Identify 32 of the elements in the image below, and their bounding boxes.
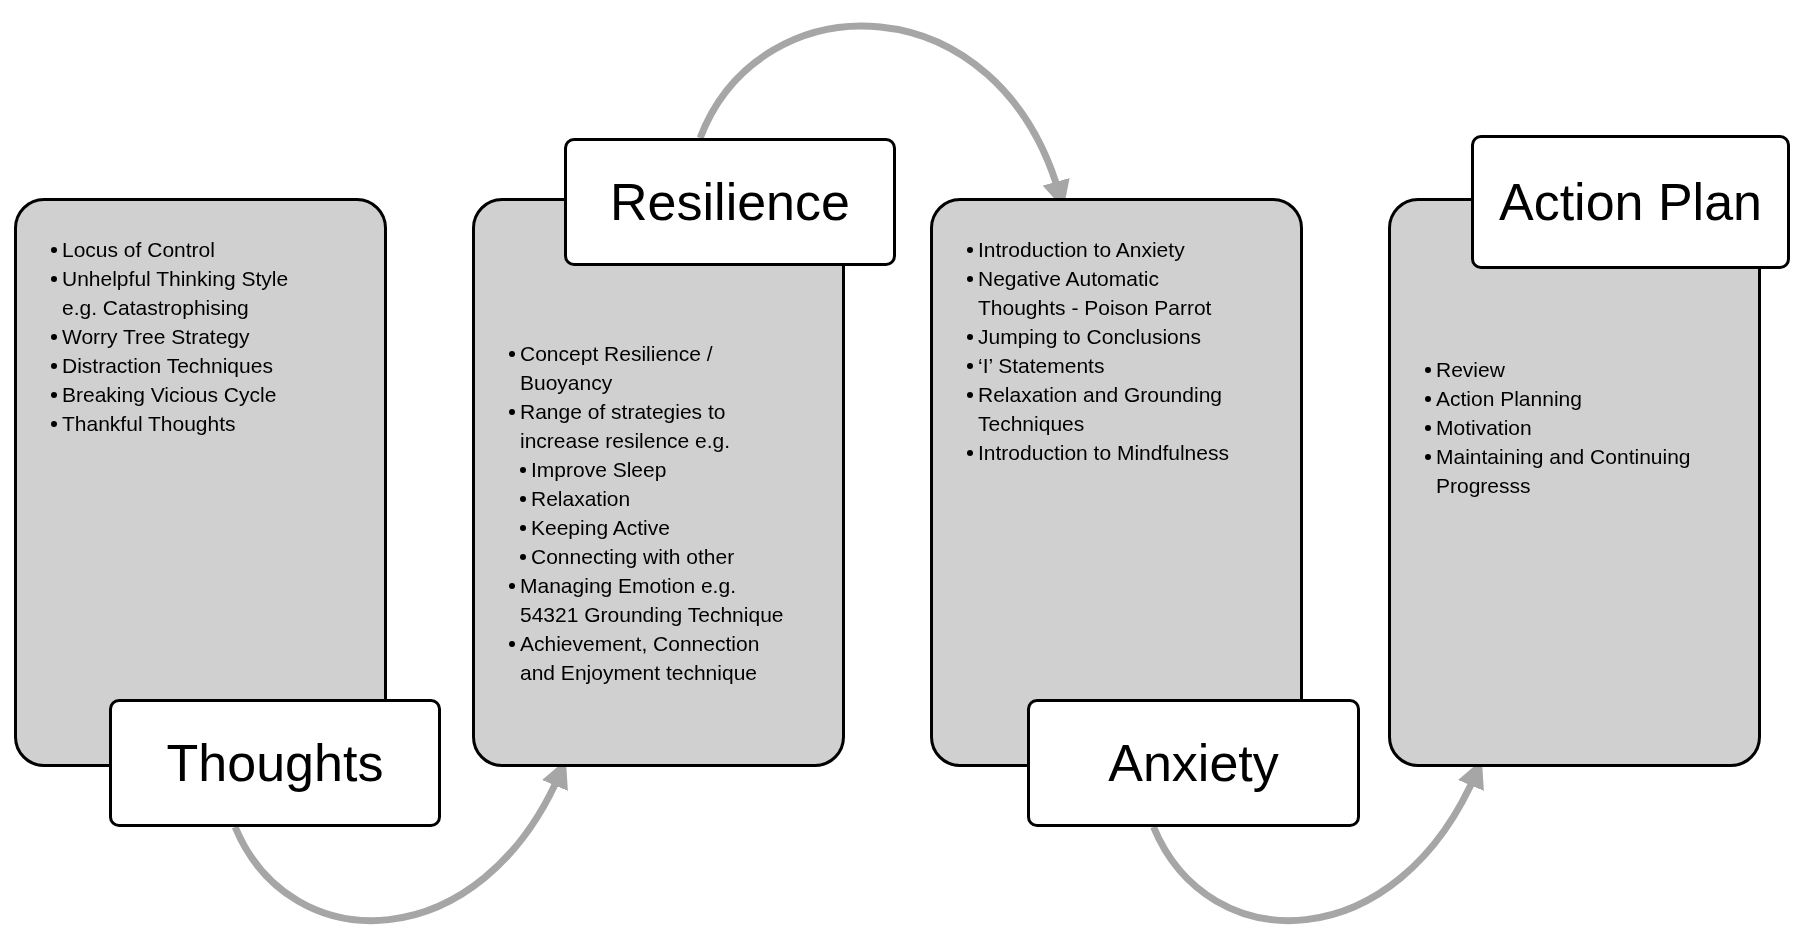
list-item: Worry Tree Strategy xyxy=(62,324,250,350)
list-item: Connecting with other xyxy=(531,544,735,570)
list-item: Managing Emotion e.g. 54321 Grounding Technique xyxy=(520,573,785,628)
heading-text: Resilience xyxy=(610,172,850,232)
heading-box xyxy=(1027,699,1360,827)
heading-box xyxy=(1471,135,1790,269)
list-item: Negative Automatic Thoughts - Poison Parrot xyxy=(978,266,1213,321)
list-item: Motivation xyxy=(1436,415,1532,441)
list-item: Relaxation xyxy=(531,486,631,512)
list-item: Concept Resilience / Buoyancy xyxy=(520,341,714,396)
list-item: Maintaining and Continuing Progresss xyxy=(1436,444,1692,499)
list-item: Distraction Techniques xyxy=(62,353,273,379)
list-item: Review xyxy=(1436,357,1505,383)
list-item: ‘I’ Statements xyxy=(978,353,1105,379)
list-item: Improve Sleep xyxy=(531,457,667,483)
list-item: Keeping Active xyxy=(531,515,670,541)
list-item: Action Planning xyxy=(1436,386,1582,412)
heading-box xyxy=(564,138,896,266)
list-item: Unhelpful Thinking Style e.g. Catastrophising xyxy=(62,266,290,321)
heading-box xyxy=(109,699,441,827)
list-item: Jumping to Conclusions xyxy=(978,324,1201,350)
heading-text: Anxiety xyxy=(1108,733,1279,793)
list-item: Achievement, Connection and Enjoyment technique xyxy=(520,631,761,686)
list-item: Locus of Control xyxy=(62,237,215,263)
list-item: Breaking Vicious Cycle xyxy=(62,382,277,408)
heading-text: Action Plan xyxy=(1498,172,1762,232)
list-item: Introduction to Mindfulness xyxy=(978,440,1229,466)
heading-text: Thoughts xyxy=(166,733,384,793)
list-item: Thankful Thoughts xyxy=(62,411,236,437)
list-item: Introduction to Anxiety xyxy=(978,237,1185,263)
list-item: Range of strategies to increase resilence e.g. xyxy=(520,399,732,454)
list-item: Relaxation and Grounding Techniques xyxy=(978,382,1223,437)
